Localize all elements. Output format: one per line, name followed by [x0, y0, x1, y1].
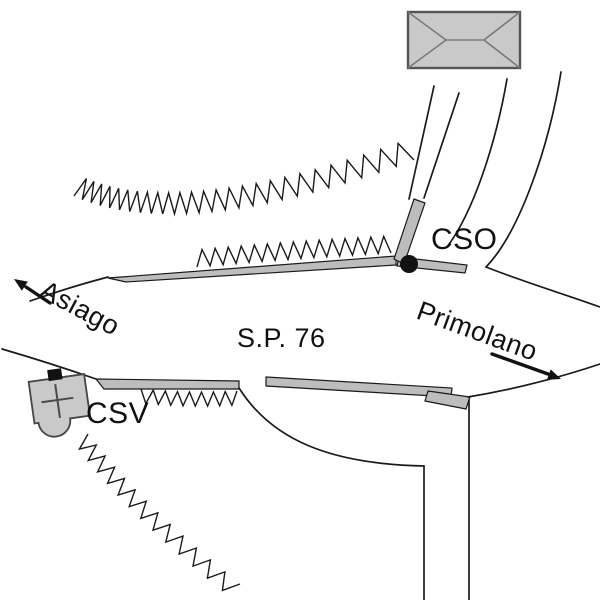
arrow-shaft	[490, 352, 550, 376]
road-edge-north-left	[29, 276, 109, 302]
road-edge-funnel	[238, 387, 425, 600]
corner-bar	[424, 390, 471, 410]
building-outline	[406, 10, 522, 70]
road-edge-south-left	[1, 348, 97, 380]
road-edge-stub-east	[423, 92, 460, 199]
lower-left-strip	[94, 378, 240, 390]
road-edge-upper-west	[446, 78, 508, 248]
church-icon	[27, 368, 91, 438]
arrow-head	[546, 369, 561, 380]
arrow-shaft	[24, 285, 52, 305]
road-medians	[94, 255, 471, 410]
embankment-zigzag-icon	[77, 433, 241, 592]
median-strip-left	[107, 255, 397, 283]
direction-arrow-left-icon	[14, 279, 52, 305]
arrow-head	[14, 279, 28, 291]
lower-right-strip	[265, 376, 453, 398]
embankment-zigzag-icon	[73, 141, 415, 217]
embankment-zigzag-icon	[140, 388, 238, 408]
direction-arrow-right-icon	[490, 352, 561, 380]
label-cso: CSO	[431, 223, 498, 256]
church-body	[27, 373, 91, 438]
label-primolano: Primolano	[413, 295, 542, 366]
road-edge-upper-east	[484, 71, 600, 308]
fork-island	[393, 198, 426, 265]
location-dot-icon	[400, 255, 418, 273]
embankment-zigzag-icon	[196, 234, 392, 268]
road-edge-south-right	[467, 363, 600, 398]
building-footprint-icon	[406, 10, 522, 70]
label-csv: CSV	[86, 397, 149, 430]
church-cross	[41, 384, 74, 419]
road-edge-stub-west	[408, 85, 435, 200]
road-edges	[1, 71, 600, 600]
roof-ridge-lines	[407, 11, 521, 69]
label-road-name: S.P. 76	[237, 323, 326, 353]
church-tower	[47, 368, 63, 382]
embankment-hatching	[73, 141, 415, 592]
